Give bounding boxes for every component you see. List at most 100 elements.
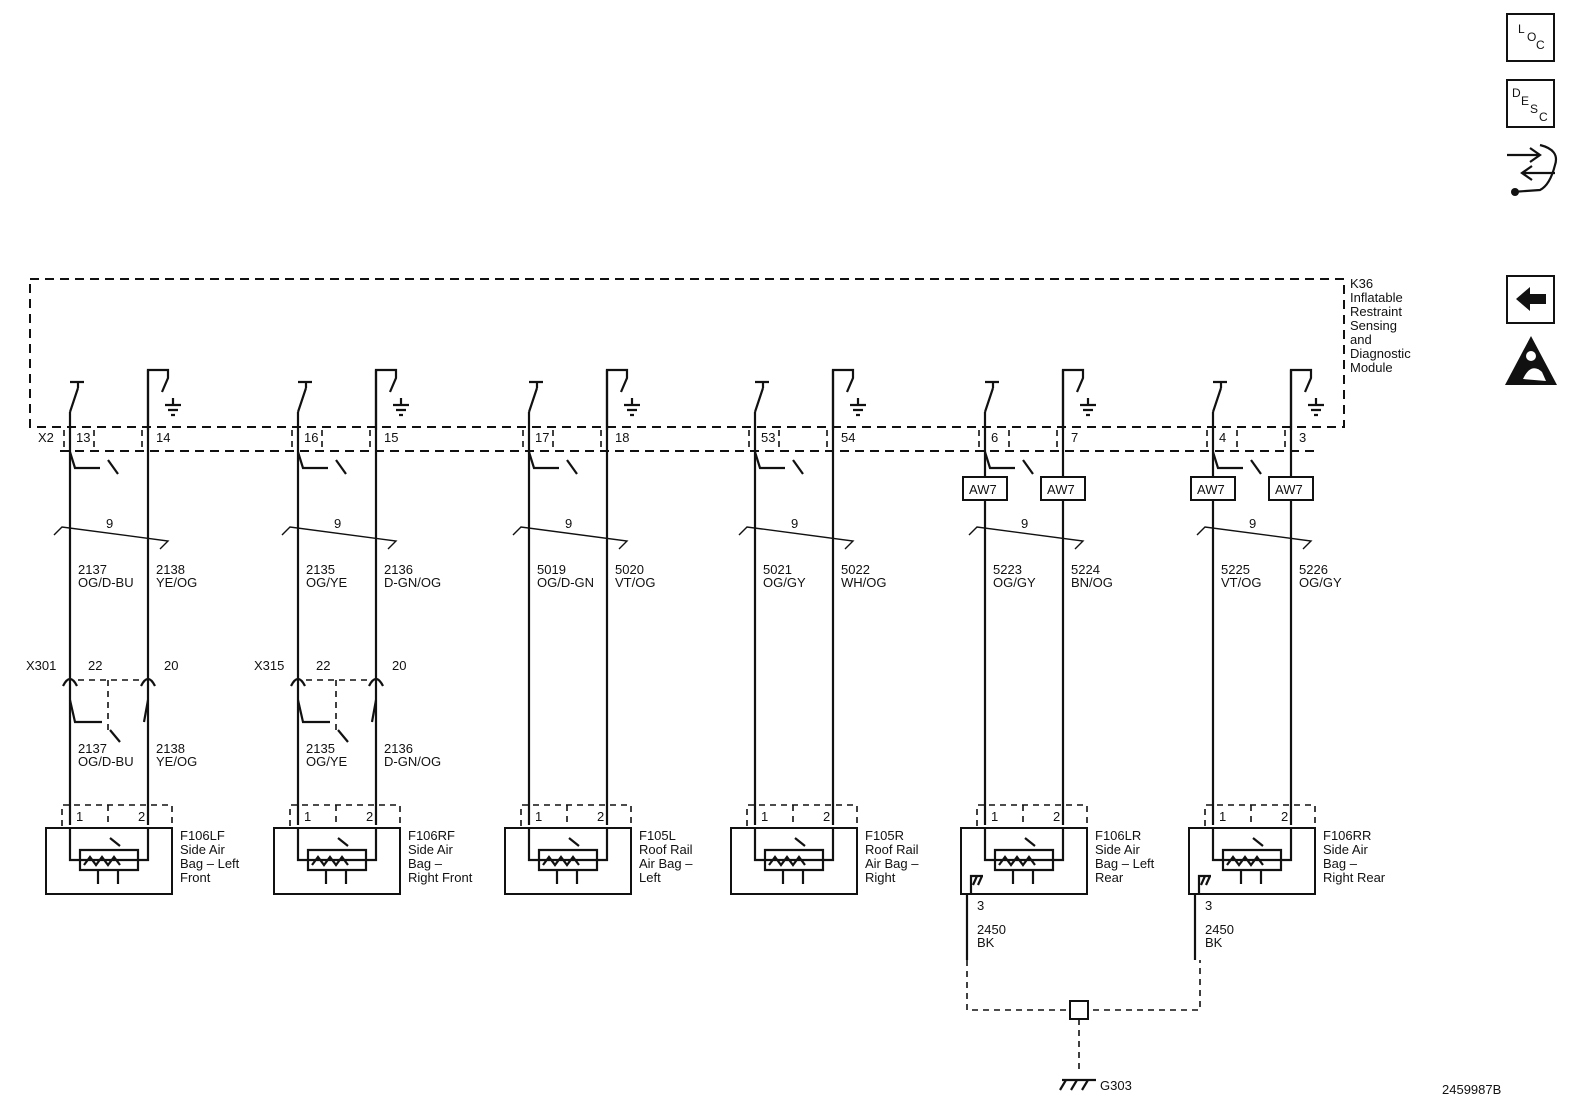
wire-circuit-number: 2135: [306, 562, 335, 577]
shorting-bar: [291, 430, 371, 450]
device-ground-icon: [1197, 874, 1212, 894]
twisted-pair-marker: [1196, 526, 1313, 550]
loc-letter-2: O: [1527, 30, 1536, 44]
wire-circuit-number: 2137: [78, 741, 107, 756]
wire-color-code: YE/OG: [156, 575, 197, 590]
device-label-line: Side Air: [1095, 842, 1140, 857]
wire-color-code: OG/GY: [763, 575, 806, 590]
inline-connector-body: [306, 679, 368, 735]
module-switch: [296, 380, 312, 413]
device-label-line: Left: [639, 870, 661, 885]
module-pin-label: 7: [1071, 430, 1078, 445]
module-pin-label: 4: [1219, 430, 1226, 445]
connector-terminal: [140, 677, 156, 687]
aw7-block: AW7: [1040, 476, 1086, 501]
twisted-pair-marker: [53, 526, 170, 550]
warning-airbag-icon[interactable]: [1505, 336, 1557, 385]
wire-color-code: OG/YE: [306, 754, 348, 769]
device-pin-label: 2: [597, 809, 604, 824]
wire-circuit-number: 5020: [615, 562, 644, 577]
wire-color-code: BN/OG: [1071, 575, 1113, 590]
device-label-line: Air Bag –: [865, 856, 919, 871]
device-label-line: F105R: [865, 828, 904, 843]
module-boundary: [29, 278, 1345, 428]
wire-circuit-number: 2135: [306, 741, 335, 756]
device-label-line: Rear: [1095, 870, 1124, 885]
aw7-label: AW7: [1275, 482, 1303, 497]
device-label-line: F106LF: [180, 828, 225, 843]
module-pin-label: 18: [615, 430, 629, 445]
shorting-switch: [753, 451, 804, 475]
device-pin-label: 1: [76, 809, 83, 824]
device-label-line: Bag –: [408, 856, 443, 871]
device-pin-label: 1: [304, 809, 311, 824]
device-label-line: Right: [865, 870, 896, 885]
module-label-line: K36: [1350, 276, 1373, 291]
wire-circuit-number: 5226: [1299, 562, 1328, 577]
wire-circuit-number: 5019: [537, 562, 566, 577]
device-label-line: Side Air: [408, 842, 453, 857]
loc-letter-1: L: [1518, 22, 1525, 36]
document-id: 2459987B: [1442, 1082, 1501, 1097]
desc-button[interactable]: D E S C: [1506, 79, 1555, 128]
device-connector: [520, 804, 632, 826]
wire-color-code: D-GN/OG: [384, 754, 441, 769]
chassis-ground-icon: [850, 398, 866, 417]
device-label-line: F105L: [639, 828, 676, 843]
wire-color-code: OG/YE: [306, 575, 348, 590]
module-label-line: Restraint: [1350, 304, 1402, 319]
loc-button[interactable]: L O C: [1506, 13, 1555, 62]
module-pin-label: 54: [841, 430, 855, 445]
module-label: K36 Inflatable Restraint Sensing and Dia…: [1350, 276, 1411, 375]
device-body: [960, 827, 1088, 895]
twist-count-label: 9: [1021, 516, 1028, 531]
chassis-ground-icon: [393, 398, 409, 417]
shorting-switch: [68, 451, 119, 475]
module-switch: [1211, 380, 1227, 413]
connector-swap-icon[interactable]: [1507, 143, 1558, 196]
module-ground-bracket: [374, 368, 398, 430]
connector-terminal: [368, 677, 384, 687]
inline-connector-body: [78, 679, 140, 735]
module-ground-bracket: [1061, 368, 1085, 430]
desc-letter-4: C: [1539, 110, 1548, 124]
squib-icon: [296, 828, 378, 884]
squib-icon: [753, 828, 835, 884]
device-pin-label: 2: [823, 809, 830, 824]
shorting-switch: [296, 451, 347, 475]
desc-letter-3: S: [1530, 102, 1538, 116]
wire-color-code: OG/GY: [1299, 575, 1342, 590]
device-label-line: Side Air: [180, 842, 225, 857]
module-pin-label: 53: [761, 430, 775, 445]
back-arrow-icon[interactable]: [1506, 275, 1555, 324]
device-label-line: F106LR: [1095, 828, 1141, 843]
shorting-switch: [1211, 451, 1262, 475]
device-pin-label: 2: [1053, 809, 1060, 824]
wire-circuit-number: 5224: [1071, 562, 1100, 577]
connector-terminal: [62, 677, 78, 687]
twisted-pair-marker: [281, 526, 398, 550]
inline-connector-name: X315: [254, 658, 284, 673]
wire-color-code: OG/GY: [993, 575, 1036, 590]
device-pin-label: 3: [977, 898, 984, 913]
wire-color-code: OG/D-BU: [78, 575, 134, 590]
device-pin-label: 1: [535, 809, 542, 824]
aw7-block: AW7: [1190, 476, 1236, 501]
module-connector-label: X2: [38, 430, 54, 445]
wire-circuit-number: 2450: [1205, 922, 1234, 937]
twist-count-label: 9: [1249, 516, 1256, 531]
squib-icon: [983, 828, 1065, 884]
desc-letter-2: E: [1521, 94, 1529, 108]
inline-pin-label: 22: [88, 658, 102, 673]
